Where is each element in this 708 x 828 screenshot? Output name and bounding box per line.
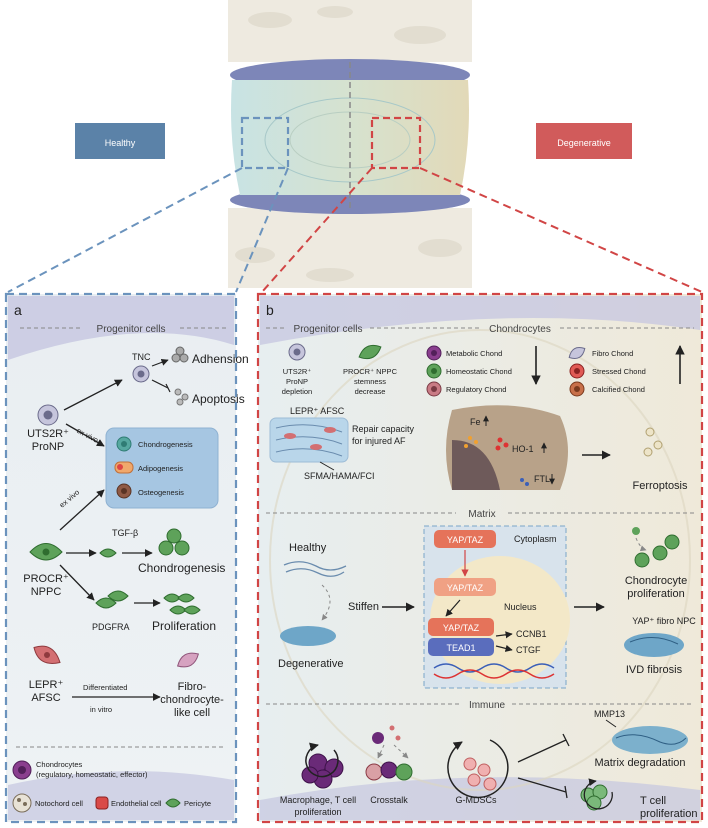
adipogenesis-label: Adipogenesis [138, 464, 183, 473]
spine-illustration [228, 0, 472, 288]
ftl-label: FTL [534, 474, 550, 484]
degenerative-banner-label: Degenerative [557, 138, 611, 148]
legend-notochord: Notochord cell [35, 799, 83, 808]
tcell-label-1: T cell [640, 795, 666, 807]
panel-a-letter: a [14, 302, 22, 318]
b-procr-1: PROCR⁺ NPPC [343, 367, 398, 376]
fibro-label-3: like cell [174, 707, 210, 719]
lepr-label-2: AFSC [31, 692, 60, 704]
ivd-fibrosis-label: IVD fibrosis [626, 664, 683, 676]
osteogenesis-label: Osteogenesis [138, 488, 184, 497]
healthy-banner-label: Healthy [105, 138, 136, 148]
macrophage-label-1: Macrophage, T cell [280, 795, 356, 805]
healthy-banner [75, 123, 165, 159]
legend-chondrocytes-1: Chondrocytes [36, 760, 83, 769]
yap-taz-cytoplasm: YAP/TAZ [447, 535, 484, 545]
homeostatic-chond-label: Homeostatic Chond [446, 367, 512, 376]
tcell-label-2: proliferation [640, 808, 697, 820]
fibro-label-2: chondrocyte- [160, 694, 224, 706]
repair-capacity-2: for injured AF [352, 436, 406, 446]
stiffen-label: Stiffen [348, 601, 379, 613]
ferroptosis-label: Ferroptosis [632, 480, 688, 492]
mmp13-label: MMP13 [594, 709, 625, 719]
panel-a-section-header: Progenitor cells [97, 324, 166, 335]
healthy-matrix-label: Healthy [289, 542, 327, 554]
panel-a: a Progenitor cells TNC Adhension Apoptos… [4, 292, 249, 824]
ccnb1-label: CCNB1 [516, 629, 547, 639]
uts2r-label-1: UTS2R⁺ [27, 428, 69, 440]
b-uts2r-3: depletion [282, 387, 312, 396]
chondrocyte-prolif-2: proliferation [627, 588, 684, 600]
uts2r-label-2: ProNP [32, 441, 64, 453]
legend-chondrocytes-2: (regulatory, homeostatic, effector) [36, 770, 148, 779]
b-uts2r-2: ProNP [286, 377, 308, 386]
tead1-label: TEAD1 [446, 643, 475, 653]
calcified-chond-label: Calcified Chond [592, 385, 645, 394]
zoom-line-healthy-right [235, 167, 289, 293]
tgfb-label: TGF-β [112, 528, 138, 538]
matrix-degradation-label: Matrix degradation [594, 757, 685, 769]
stressed-chond-label: Stressed Chond [592, 367, 646, 376]
yap-taz-nucleus: YAP/TAZ [447, 583, 484, 593]
sfma-label: SFMA/HAMA/FCI [304, 471, 375, 481]
macrophage-label-2: proliferation [294, 807, 341, 817]
immune-header: Immune [469, 700, 506, 711]
yap-fibro-npc-label: YAP⁺ fibro NPC [632, 616, 696, 626]
g-mdsc-label: G-MDSCs [456, 795, 497, 805]
adhension-label: Adhension [192, 352, 249, 366]
cytoplasm-label: Cytoplasm [514, 534, 557, 544]
proliferation-label: Proliferation [152, 619, 216, 633]
matrix-header: Matrix [468, 509, 495, 520]
panel-b-letter: b [266, 302, 274, 318]
pdgfra-label: PDGFRA [92, 622, 130, 632]
fibro-chond-label: Fibro Chond [592, 349, 633, 358]
repair-capacity-1: Repair capacity [352, 424, 415, 434]
ho1-label: HO-1 [512, 444, 534, 454]
procr-label-2: NPPC [31, 586, 62, 598]
b-procr-2: stemness [354, 377, 386, 386]
regulatory-chond-label: Regulatory Chond [446, 385, 506, 394]
chondrogenesis-label: Chondrogenesis [138, 561, 225, 575]
zoom-line-degen-left [261, 167, 373, 293]
panel-b-chondrocytes-header: Chondrocytes [489, 324, 551, 335]
b-uts2r-1: UTS2R⁺ [283, 367, 312, 376]
yap-taz-bound: YAP/TAZ [443, 623, 480, 633]
crosstalk-label: Crosstalk [370, 795, 408, 805]
metabolic-chond-label: Metabolic Chond [446, 349, 502, 358]
nucleus-label: Nucleus [504, 602, 537, 612]
lepr-afsc-label: LEPR⁺ AFSC [290, 406, 345, 416]
apoptosis-label: Apoptosis [192, 392, 245, 406]
differentiated-label: Differentiated [83, 683, 127, 692]
fibro-label-1: Fibro- [178, 681, 207, 693]
fe-label: Fe [470, 417, 481, 427]
b-procr-3: decrease [355, 387, 386, 396]
panel-b-progenitor-header: Progenitor cells [294, 324, 363, 335]
procr-label-1: PROCR⁺ [23, 573, 69, 585]
legend-pericyte: Pericyte [184, 799, 211, 808]
legend-endothelial: Endothelial cell [111, 799, 162, 808]
chondrogenesis-box-label: Chondrogenesis [138, 440, 193, 449]
lepr-label-1: LEPR⁺ [29, 679, 64, 691]
in-vitro-label: in vitro [90, 705, 112, 714]
tnc-label: TNC [132, 352, 151, 362]
panel-b: b Progenitor cells Chondrocytes UTS2R⁺ P… [256, 292, 704, 824]
degenerative-matrix-label: Degenerative [278, 658, 343, 670]
chondrocyte-prolif-1: Chondrocyte [625, 575, 687, 587]
degenerative-banner [536, 123, 632, 159]
zoom-line-healthy-left [7, 167, 243, 293]
ctgf-label: CTGF [516, 645, 541, 655]
